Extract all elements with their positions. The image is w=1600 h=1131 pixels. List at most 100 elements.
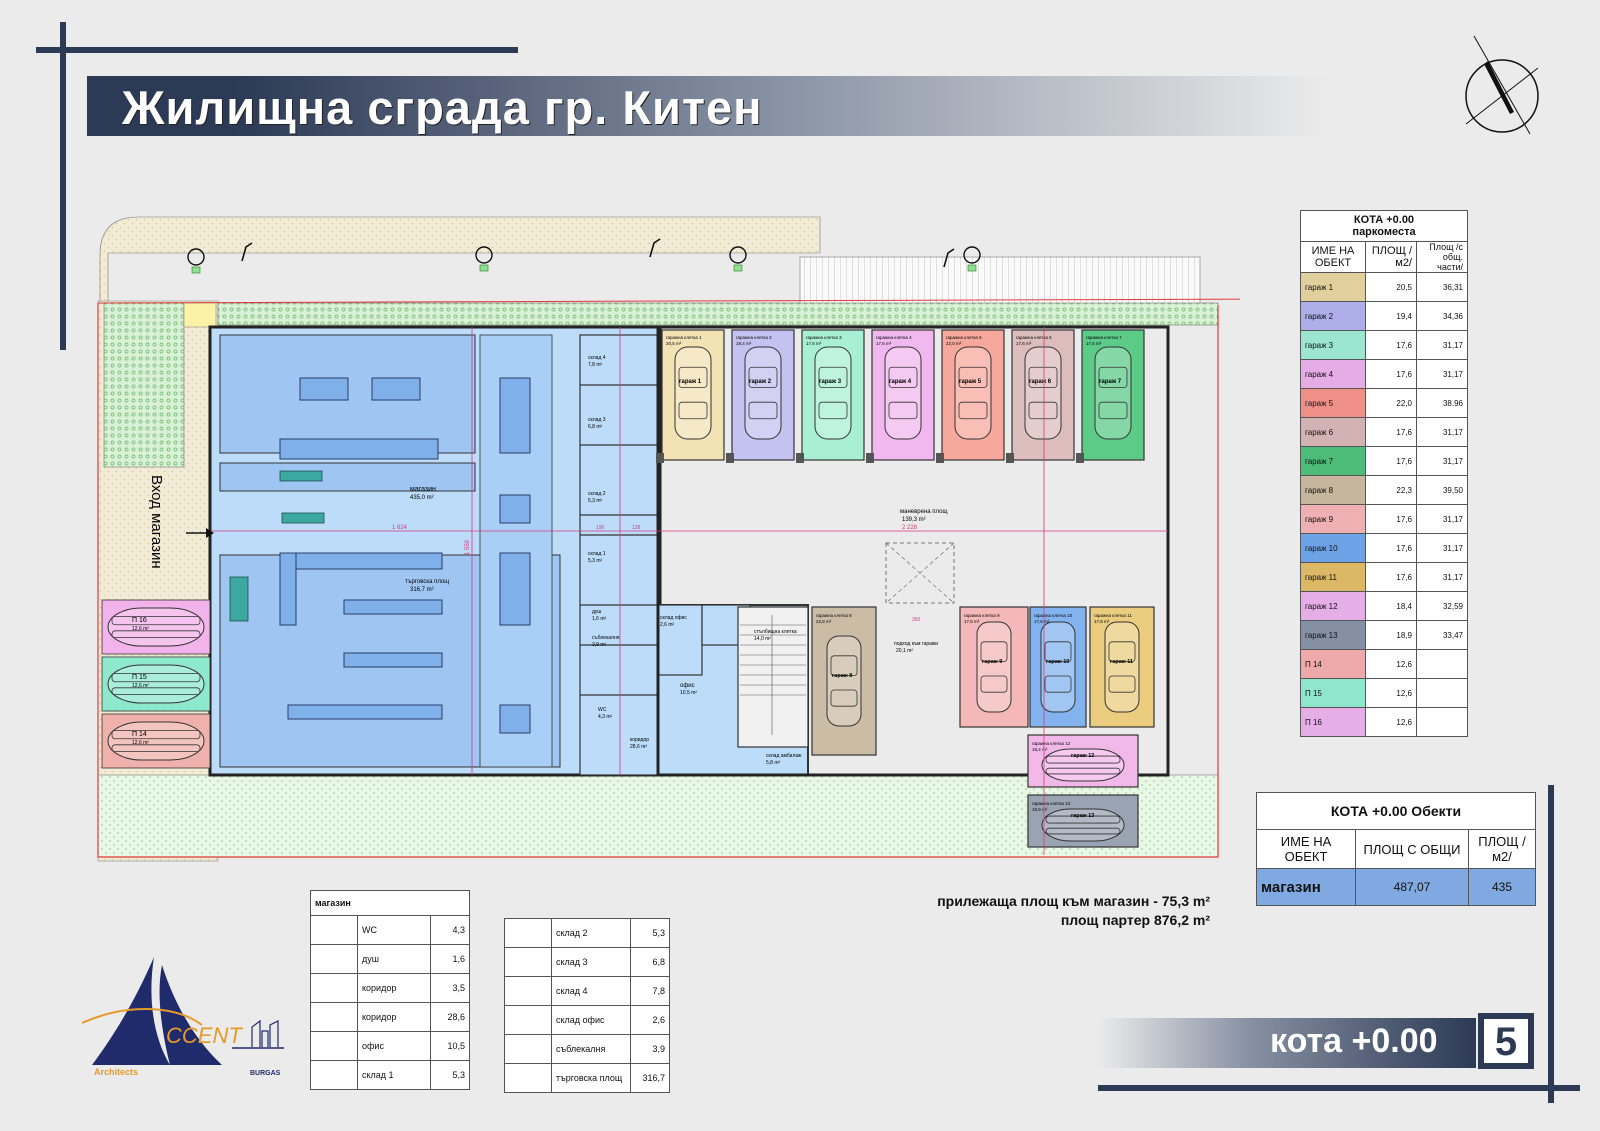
ramp-area: 20,1 m² (896, 648, 913, 654)
shop-cell-name: офис (357, 1031, 431, 1061)
sales-area: 316,7 m² (410, 587, 434, 593)
parking-cell-share: 31,17 (1416, 504, 1468, 534)
garage-label: гараж 10 (1046, 659, 1069, 665)
parking-cell-area: 20,5 (1365, 272, 1417, 302)
garage-label: гараж 7 (1099, 379, 1122, 385)
dim-small-1: 190 (596, 525, 605, 531)
garage-area-label: 17,6 m² (876, 341, 892, 346)
parking-cell-share: 34,36 (1416, 301, 1468, 331)
garage-cell-label: гаражна клетка 5 (946, 335, 982, 340)
garage-label: гараж 13 (1071, 813, 1094, 819)
garage-8 (811, 606, 877, 756)
objects-row-name: магазин (1256, 868, 1356, 906)
logo: CCENT Architects BURGAS (82, 957, 284, 1077)
garage-cell-label: гаражна клетка 13 (1032, 801, 1071, 806)
garage-area-label: 22,8 m² (816, 619, 832, 624)
parking-cell-name: гараж 10 (1300, 533, 1366, 563)
level-bar (1098, 1018, 1476, 1068)
garage-9 (959, 606, 1029, 728)
shop-cell-name: коридор (357, 973, 431, 1003)
storage-label: склад 1 (588, 551, 606, 557)
parking-cell-share: 38.96 (1416, 388, 1468, 418)
parking-cell-area: 17,6 (1365, 330, 1417, 360)
garage-cell-label: гаражна клетка 4 (876, 335, 912, 340)
parking-cell-share (1416, 649, 1468, 679)
parking-cell-area: 17,6 (1365, 533, 1417, 563)
frame-line-bottom (1098, 1085, 1580, 1091)
storage-cell-value: 316,7 (630, 1063, 670, 1093)
dim-total: 1 624 (392, 525, 408, 531)
frame-line-right (1548, 785, 1554, 1103)
ramp (885, 542, 955, 604)
page-number: 5 (1484, 1019, 1528, 1064)
parking-cell-area: 17,6 (1365, 562, 1417, 592)
lamp-icon (943, 248, 955, 268)
stairs-label: стълбищна клетка (754, 629, 797, 635)
parking-cell-share: 31,17 (1416, 446, 1468, 476)
corridor-area: 28,6 m² (630, 744, 647, 750)
storage-area: 7,8 m² (588, 362, 603, 368)
parking-cell-share: 31,17 (1416, 533, 1468, 563)
shop-cell-value: 4,3 (430, 915, 470, 945)
frame-line-top (36, 47, 518, 53)
garage-label: гараж 8 (832, 673, 852, 679)
car-icon (107, 664, 205, 704)
garage-area-label: 17,6 m² (1016, 341, 1032, 346)
spot-area: 12,6 m² (132, 626, 149, 632)
parking-cell-area: 22,0 (1365, 388, 1417, 418)
storage-area: 4,3 m² (598, 714, 613, 720)
parking-cell-share (1416, 678, 1468, 708)
garage-2 (731, 329, 795, 461)
storage-label: склад офис (660, 615, 687, 621)
spot-label: П 16 (132, 617, 147, 624)
parking-cell-name: гараж 9 (1300, 504, 1366, 534)
garage-11 (1089, 606, 1155, 728)
parking-cell-area: 17,6 (1365, 359, 1417, 389)
logo-city: BURGAS (250, 1070, 281, 1077)
tree-icon (187, 248, 205, 266)
tree-icon (475, 246, 493, 264)
parking-cell-name: гараж 3 (1300, 330, 1366, 360)
stair-entry (183, 302, 217, 328)
tree-icon (729, 246, 747, 264)
parking-col-name: ИМЕ НА ОБЕКТ (1300, 241, 1366, 273)
garage-cell-label: гаражна клетка 12 (1032, 741, 1071, 746)
car-icon (1041, 808, 1125, 842)
spot-label: П 14 (132, 731, 147, 738)
parking-cell-name: гараж 13 (1300, 620, 1366, 650)
objects-row-common: 487,07 (1355, 868, 1469, 906)
garage-area-label: 17,6 m² (1034, 619, 1050, 624)
spot-area: 12,6 m² (132, 683, 149, 689)
hedge-strip (217, 302, 1219, 326)
pack-area: 5,8 m² (766, 760, 781, 766)
parking-cell-share: 32,59 (1416, 591, 1468, 621)
garage-area-label: 19,4 m² (736, 341, 752, 346)
parking-cell-name: гараж 7 (1300, 446, 1366, 476)
storage-area: 6,8 m² (588, 424, 603, 430)
objects-col-name: ИМЕ НА ОБЕКТ (1256, 829, 1356, 869)
page-title: Жилищна сграда гр. Китен (122, 81, 763, 134)
frame-line-left (60, 22, 66, 350)
parking-cell-name: гараж 8 (1300, 475, 1366, 505)
dim-small-2: 128 (632, 525, 641, 531)
storage-label: съблекалня (592, 635, 620, 641)
lamp-icon (241, 242, 253, 262)
shop-label: магазин (410, 486, 436, 493)
parking-cell-name: гараж 6 (1300, 417, 1366, 447)
hedge-area (103, 302, 185, 468)
storage-cell-name: търговска площ (551, 1063, 631, 1093)
car-icon (826, 635, 862, 727)
